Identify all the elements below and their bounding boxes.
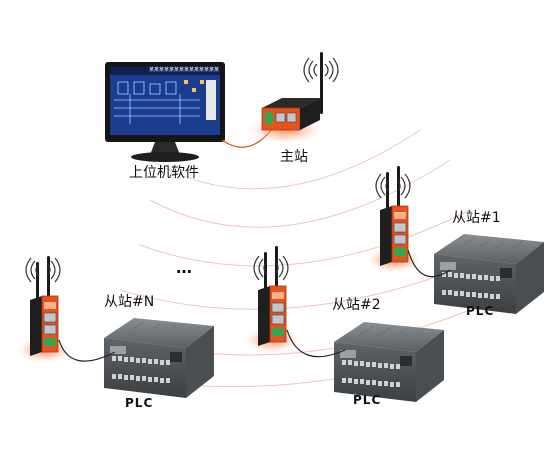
- wifi-signal-icon: [253, 255, 289, 281]
- plc-2: [333, 321, 445, 403]
- wifi-signal-icon: [375, 173, 411, 199]
- plc-n: [103, 317, 215, 399]
- cable: [286, 329, 346, 358]
- host-software-label: 上位机软件: [129, 165, 199, 181]
- wifi-signal-icon: [25, 257, 61, 283]
- master-router: [245, 52, 325, 144]
- monitor: [105, 62, 225, 162]
- plc-1: [433, 233, 545, 315]
- plc-1-label: PLC: [466, 304, 495, 318]
- more-stations-ellipsis: …: [176, 258, 196, 277]
- plc-2-label: PLC: [353, 393, 382, 407]
- slave-1-label: 从站#1: [452, 210, 501, 226]
- slave-2-label: 从站#2: [332, 297, 381, 313]
- antenna-icon: [320, 52, 323, 114]
- slave-n-router: [13, 255, 75, 365]
- ethernet-port-icon: [275, 112, 286, 123]
- cable: [58, 339, 116, 362]
- slave-2-router: [241, 245, 303, 355]
- slave-1-router: [363, 165, 425, 275]
- cable: [407, 249, 451, 278]
- master-station-label: 主站: [280, 149, 308, 165]
- plc-n-label: PLC: [125, 396, 154, 410]
- monitor-screen-title: 某某某某某某某某某某某某某某: [149, 67, 219, 73]
- slave-n-label: 从站#N: [104, 294, 155, 310]
